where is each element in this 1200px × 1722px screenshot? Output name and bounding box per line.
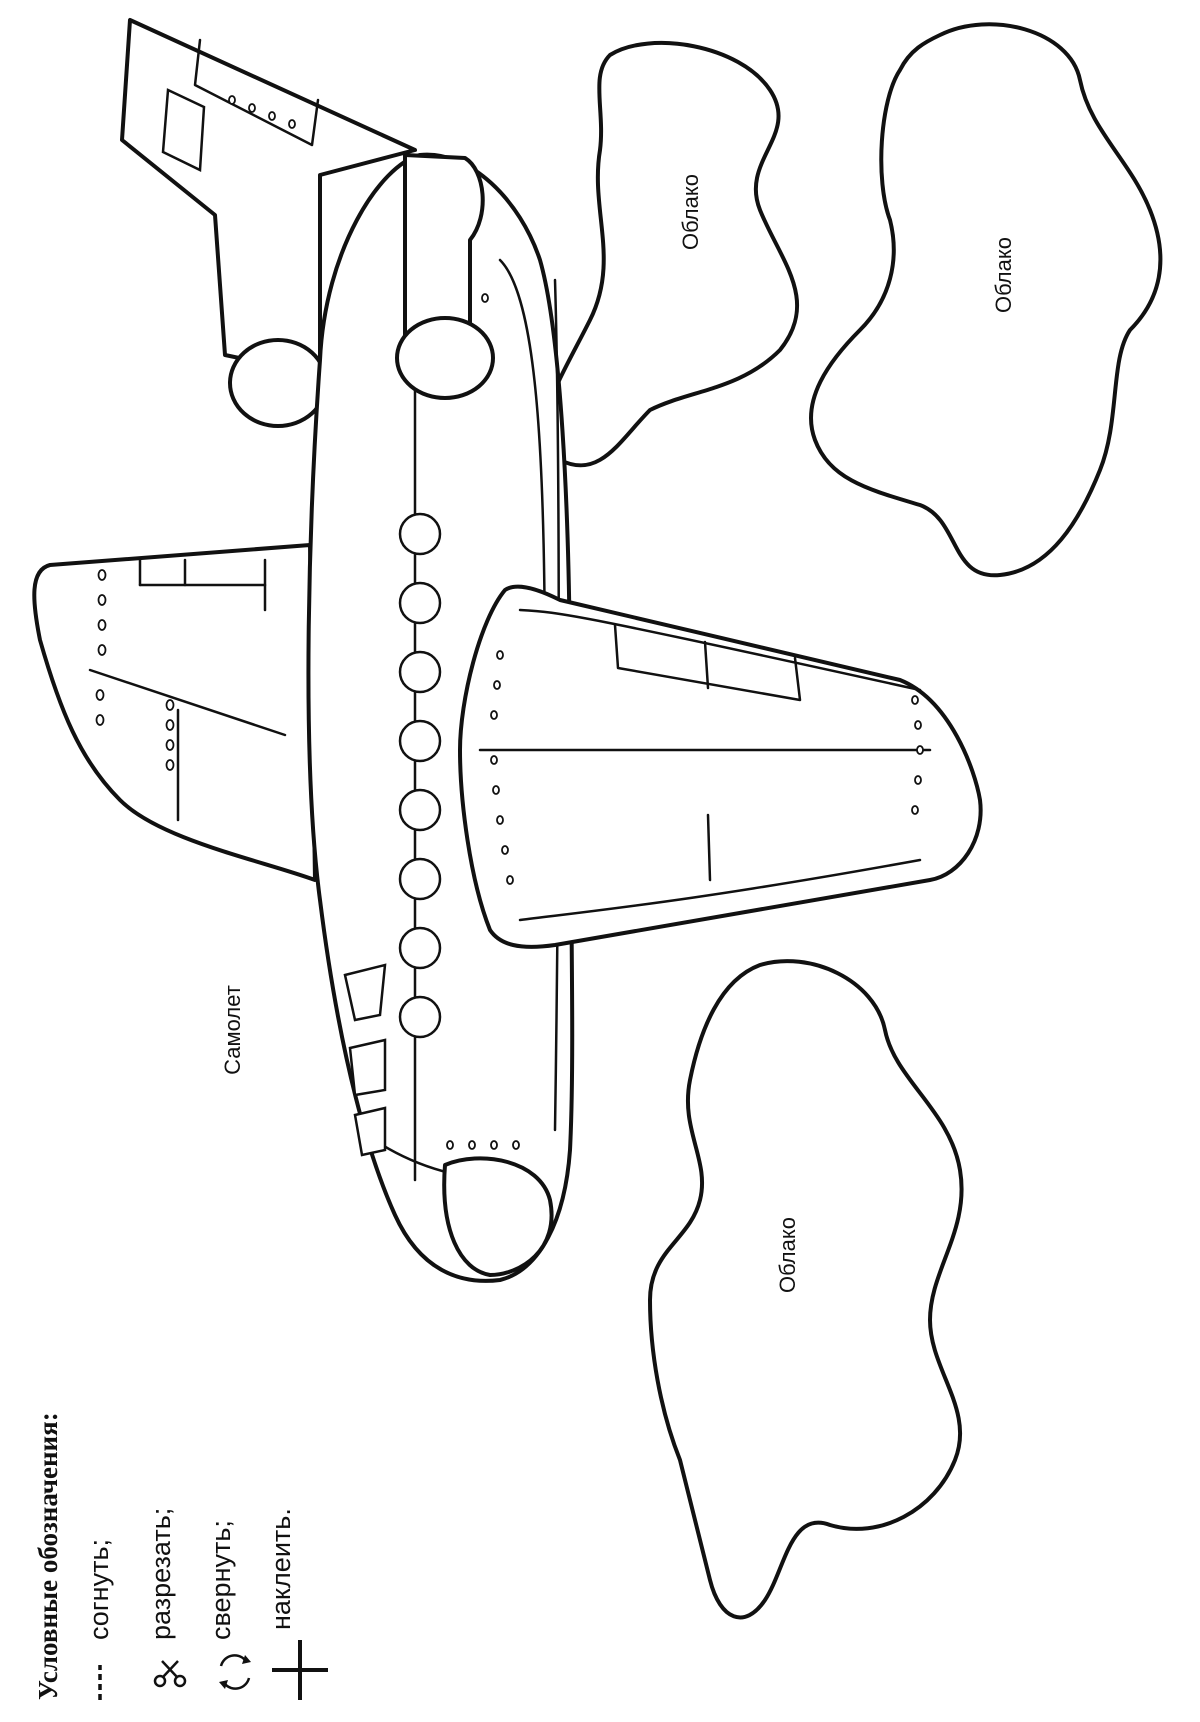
lower-wing — [458, 584, 983, 949]
legend-item-cut: разрезать; — [146, 1508, 176, 1640]
legend-item-fold: согнуть; — [84, 1539, 114, 1640]
rivet-row — [95, 569, 175, 771]
legend-item-roll: свернуть; — [206, 1520, 236, 1640]
cloud-top-right[interactable]: Облако — [809, 22, 1163, 578]
cloud-label: Облако — [678, 174, 703, 250]
plane-cutout[interactable]: Самолет — [32, 18, 983, 1283]
legend-title: Условные обозначения: — [33, 1412, 63, 1700]
upper-wing — [32, 543, 317, 882]
scissors-icon — [153, 1660, 187, 1688]
legend: Условные обозначения: согнуть; разрезать… — [33, 1412, 328, 1700]
cloud-label: Облако — [775, 1217, 800, 1293]
legend-item-glue: наклеить. — [266, 1508, 296, 1630]
cloud-top-left[interactable]: Облако — [541, 41, 800, 468]
fuselage — [306, 152, 575, 1283]
cockpit-window — [353, 1106, 387, 1157]
fuselage-windows — [398, 512, 442, 1039]
cockpit-window — [343, 963, 387, 1022]
roll-arrows-icon — [219, 1654, 251, 1690]
cloud-label: Облако — [991, 237, 1016, 313]
plane-label: Самолет — [220, 985, 245, 1075]
tail-fin — [120, 18, 417, 428]
rivet-row — [446, 1140, 520, 1150]
rivet-row — [490, 650, 924, 885]
cockpit-window — [348, 1038, 387, 1097]
plus-icon — [272, 1640, 328, 1700]
cloud-bottom[interactable]: Облако — [648, 959, 964, 1620]
rivet-row — [228, 95, 296, 129]
